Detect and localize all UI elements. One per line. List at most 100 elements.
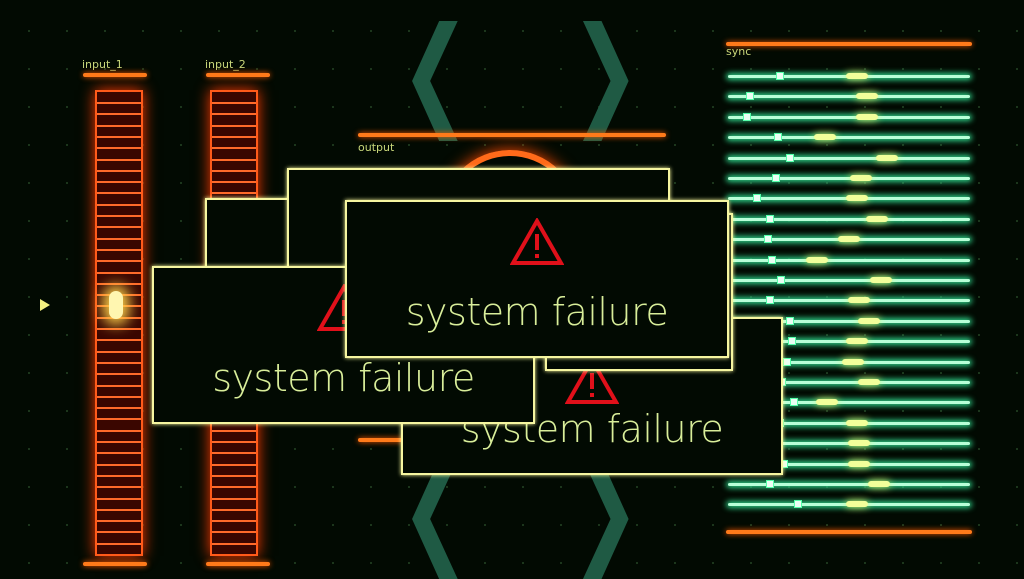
meter-segment <box>97 248 141 251</box>
sync-pulse <box>868 481 890 487</box>
sync-line[interactable] <box>728 276 970 284</box>
chevron-right-icon: ❯ <box>570 2 641 141</box>
sync-line[interactable] <box>728 337 970 346</box>
sync-marker[interactable] <box>783 357 791 366</box>
sync-line[interactable] <box>728 357 970 366</box>
meter-segment <box>97 452 141 455</box>
sync-pulse <box>806 256 828 263</box>
meter-segment <box>97 147 141 150</box>
sync-line[interactable] <box>728 316 970 325</box>
chevron-left-icon: ❮ <box>400 2 471 141</box>
sync-marker[interactable] <box>794 500 802 509</box>
meter-segment <box>212 474 256 477</box>
warning-icon <box>565 357 619 404</box>
input-1-label: input_1 <box>82 58 123 71</box>
sync-marker[interactable] <box>766 214 774 223</box>
output-bar <box>358 133 666 137</box>
meter-segment <box>97 282 141 285</box>
sync-pulse <box>846 419 868 426</box>
sync-line[interactable] <box>728 214 970 223</box>
sync-pulse <box>876 154 898 161</box>
meter-segment <box>212 554 256 556</box>
sync-line[interactable] <box>728 480 970 488</box>
sync-line[interactable] <box>728 153 970 162</box>
meter-segment <box>97 328 141 330</box>
sync-marker[interactable] <box>766 296 774 305</box>
meter-segment <box>97 407 141 410</box>
output-bar-bottom <box>358 438 408 442</box>
meter-segment <box>97 215 141 217</box>
sync-pulse <box>848 440 870 447</box>
sync-marker[interactable] <box>776 72 784 80</box>
sync-marker[interactable] <box>753 194 761 203</box>
meter-segment <box>212 158 256 161</box>
sync-marker[interactable] <box>764 235 772 244</box>
meter-segment <box>212 147 256 150</box>
sync-line[interactable] <box>728 194 970 203</box>
meter-segment <box>97 192 141 195</box>
sync-line[interactable] <box>728 112 970 121</box>
meter-segment <box>97 226 141 229</box>
sync-line[interactable] <box>728 500 970 509</box>
sync-pulse <box>846 73 868 79</box>
sync-line[interactable] <box>728 235 970 244</box>
sync-marker[interactable] <box>774 133 782 142</box>
sync-line[interactable] <box>728 92 970 101</box>
sync-line[interactable] <box>728 174 970 182</box>
play-icon[interactable] <box>40 299 50 311</box>
input-2-bar <box>206 73 270 77</box>
meter-segment <box>212 486 256 489</box>
meter-segment <box>97 531 141 534</box>
sync-marker[interactable] <box>766 480 774 488</box>
meter-segment <box>97 497 141 500</box>
sync-line[interactable] <box>728 133 970 142</box>
sync-marker[interactable] <box>788 337 796 346</box>
sync-marker[interactable] <box>772 174 780 182</box>
sync-line[interactable] <box>728 255 970 264</box>
meter-segment <box>97 520 141 523</box>
meter-segment <box>97 554 141 556</box>
sync-marker[interactable] <box>790 398 798 407</box>
input-2-bar-bottom <box>206 562 270 566</box>
sync-marker[interactable] <box>786 316 794 325</box>
meter-segment <box>97 373 141 376</box>
sync-line[interactable] <box>728 296 970 305</box>
error-message: system failure <box>405 290 669 334</box>
sync-pulse <box>866 215 888 222</box>
input-1-bar <box>83 73 147 77</box>
input-1-meter[interactable] <box>95 90 143 556</box>
meter-segment <box>97 237 141 240</box>
sync-marker[interactable] <box>777 276 785 284</box>
sync-line[interactable] <box>728 72 970 80</box>
meter-segment <box>97 169 141 172</box>
meter-segment <box>212 452 256 455</box>
meter-segment <box>97 486 141 489</box>
output-label: output <box>358 141 395 154</box>
sync-pulse <box>842 358 864 365</box>
meter-segment <box>97 384 141 387</box>
input-1-knob[interactable] <box>109 291 123 319</box>
sync-marker[interactable] <box>786 153 794 162</box>
sync-pulse <box>856 93 878 100</box>
sync-marker[interactable] <box>743 112 751 121</box>
sync-marker[interactable] <box>746 92 754 101</box>
meter-segment <box>212 497 256 500</box>
meter-segment <box>97 418 141 421</box>
sync-pulse <box>846 195 868 202</box>
meter-segment <box>212 531 256 534</box>
error-dialog[interactable]: system failure <box>345 200 729 358</box>
meter-segment <box>97 350 141 353</box>
input-1-bar-bottom <box>83 562 147 566</box>
sync-pulse <box>838 236 860 243</box>
sync-pulse <box>858 379 880 385</box>
meter-segment <box>97 429 141 432</box>
meter-segment <box>97 508 141 511</box>
meter-segment <box>97 124 141 127</box>
sync-line[interactable] <box>728 398 970 407</box>
sync-marker[interactable] <box>768 255 776 264</box>
meter-segment <box>212 192 256 195</box>
sync-bar <box>726 42 972 46</box>
sync-label: sync <box>726 45 752 58</box>
meter-segment <box>97 339 141 342</box>
meter-segment <box>212 113 256 116</box>
